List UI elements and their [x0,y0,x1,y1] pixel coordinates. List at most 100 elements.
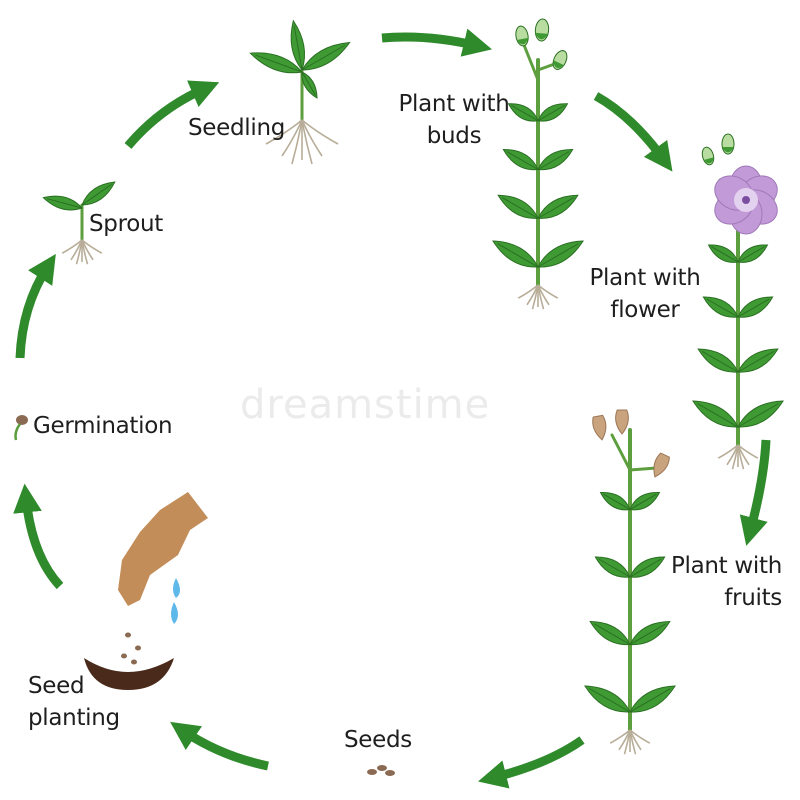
falling-seed-0 [125,632,131,638]
water-drop-2 [171,602,178,624]
cycle-arrow-8 [124,80,220,149]
falling-seed-2 [121,653,127,659]
plant-illustrations [14,18,784,776]
buds-branch-left [520,38,540,82]
seedling-roots [265,119,339,165]
fruit-2-pod [615,409,629,435]
flower-leaf-r3-vein [737,246,765,263]
buds-roots [517,284,559,310]
seedling-roots-strand-5 [291,119,303,165]
fruit-2 [615,409,629,435]
flower-bud-1 [701,146,715,166]
label-flower-line2: flower [610,297,680,323]
seeds-pile [367,765,395,776]
sprout-roots-strand-6 [81,239,89,265]
buds-roots-strand-3 [517,284,539,299]
bud-3-sepal [553,60,565,69]
label-plant-with-buds: Plant with buds [388,88,520,152]
fruits-branch-right [628,466,658,472]
sprout-plant [42,181,116,265]
bud-3 [552,50,568,70]
fruits-leaf-l0-vein [589,688,631,713]
seedling-leaf-right-vein [301,44,346,71]
buds-leaf-r0-vein [537,243,579,268]
seed-1 [377,765,387,771]
buds-leaf-r3-vein [537,105,565,122]
seed-0 [367,769,377,775]
buds-leaf-l3-vein [511,105,539,122]
seedling-roots-strand-3 [265,119,303,145]
label-plant-with-fruits: Plant with fruits [648,550,782,614]
flower-leaf-r2-vein [737,298,770,318]
label-planting-line2: planting [28,705,120,731]
fruit-3 [653,452,670,478]
cycle-arrow-3 [739,439,771,546]
sprout-leaf-left-vein [47,198,83,209]
buds-leaf-l1-vein [501,197,539,219]
plant-with-fruits [584,409,676,755]
label-fruits-line1: Plant with [670,553,782,579]
plant-with-buds [492,18,584,310]
fruit-1-pod [592,414,607,441]
buds-leaf-l0-vein [497,243,539,268]
fruits-leaf-r1-vein [629,623,667,645]
flower-leaf-l1-vein [701,350,739,373]
watermark: dreamstime [240,382,491,428]
flower-leaf-l0-vein [697,403,739,428]
seedling-leaf-left-vein [255,54,303,73]
fruits-leaf-r0-vein [629,688,671,713]
flower-bud-2-sepal [722,147,734,153]
bud-2-sepal [535,32,549,40]
seedling-leaf-top-vein [293,25,303,71]
bud-1-sepal [516,37,529,45]
flower-roots-strand-6 [737,444,745,470]
germination-shoot [14,423,22,441]
fruits-roots [609,729,651,755]
seedling-roots-strand-1 [281,119,303,157]
sprout-roots-strand-3 [61,239,83,254]
label-buds-line2: buds [426,123,482,149]
label-germination: Germination [33,413,173,439]
falling-seed-3 [131,659,137,665]
fruits-leaf-r2-vein [629,558,662,578]
cycle-arrow-1 [381,28,493,57]
soil-mound [84,658,174,690]
fruits-branch-left [610,433,632,472]
plant-with-flower [692,133,784,470]
flower-bud-1-sepal [703,157,714,164]
fruits-leaf-l1-vein [593,623,631,645]
buds-roots-strand-6 [537,284,545,310]
cycle-arrow-5 [170,721,269,771]
germinating-seed [16,415,28,425]
flower-leaf-l3-vein [711,246,739,263]
seedling-roots-strand-2 [301,119,323,157]
flower-roots-strand-4 [737,444,759,459]
sprout-leaf-right-vein [81,183,112,206]
seedling-roots-strand-6 [301,119,313,165]
seedling-leaf-low-vein [301,71,316,96]
fruits-roots-strand-4 [629,729,651,744]
cycle-arrow-6 [13,483,64,590]
flower-leaf-r0-vein [737,403,779,428]
water-drop-1 [173,578,180,598]
hand-icon [118,492,208,606]
flower-bud-2 [721,133,735,155]
label-sprout: Sprout [89,211,164,237]
label-buds-line1: Plant with [398,91,510,117]
cycle-arrow-2 [593,92,673,172]
cycle-arrow-7 [15,253,56,359]
bud-3-body [552,50,568,70]
fruits-roots-strand-3 [609,729,631,744]
label-flower-line1: Plant with [589,265,701,291]
label-seedling: Seedling [188,115,286,141]
buds-leaf-r1-vein [537,197,575,219]
label-planting-line1: Seed [28,673,85,699]
seedling-roots-strand-4 [301,119,339,145]
falling-seed-1 [135,645,141,651]
sprout-roots-strand-4 [81,239,103,254]
flower-leaf-l2-vein [706,298,739,318]
fruits-roots-strand-6 [629,729,637,755]
label-plant-with-flower: Plant with flower [580,262,710,326]
